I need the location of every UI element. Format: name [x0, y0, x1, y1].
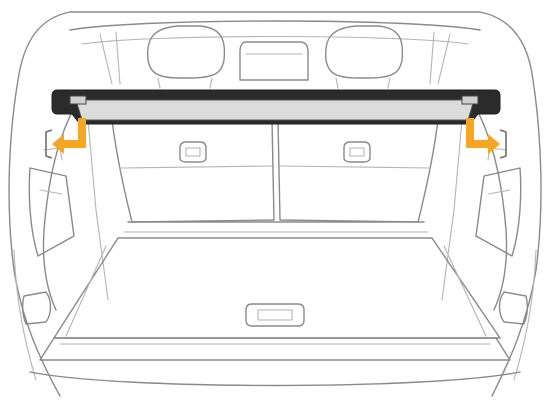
- vehicle-body-outline: [8, 11, 542, 397]
- cargo-floor: [39, 237, 511, 361]
- seat-latch-icon-right: [343, 141, 371, 163]
- floor-handle-icon[interactable]: [245, 303, 305, 327]
- seatback-left: [111, 119, 275, 223]
- cargo-cover-icon[interactable]: [51, 89, 501, 125]
- headrest-icon-left: [146, 25, 226, 89]
- headrest-icon-right: [324, 25, 404, 89]
- seatback-right: [277, 119, 439, 223]
- headliner: [69, 20, 481, 45]
- seat-base: [123, 221, 429, 233]
- rear-glass-and-pillars: [99, 31, 451, 85]
- seat-latch-icon-left: [179, 141, 207, 163]
- arrow-right-icon: [466, 118, 507, 159]
- rear-sill: [29, 371, 521, 387]
- arrow-left-icon: [45, 118, 86, 159]
- center-headrest: [239, 41, 309, 81]
